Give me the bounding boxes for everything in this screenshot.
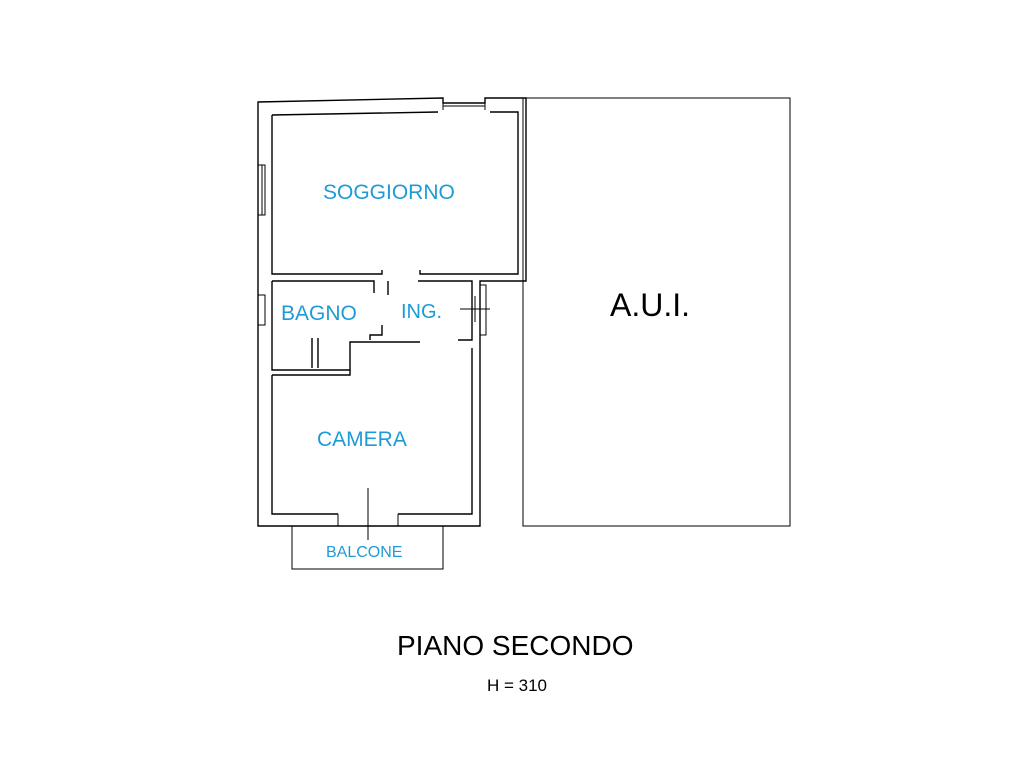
balcony-door: [337, 488, 399, 540]
room-label-camera: CAMERA: [317, 428, 407, 451]
floor-title: PIANO SECONDO: [397, 630, 634, 661]
entry-door: [460, 284, 490, 336]
soggiorno-window: [258, 164, 266, 216]
room-label-soggiorno: SOGGIORNO: [323, 181, 455, 204]
floor-height: H = 310: [487, 676, 548, 695]
bagno-walls: [271, 280, 420, 371]
adjacent-unit-label: A.U.I.: [610, 287, 691, 323]
balcone-outline: [291, 525, 444, 570]
camera-walls: [271, 370, 351, 515]
ingresso-walls: [369, 280, 473, 515]
room-label-ingresso: ING.: [401, 301, 443, 323]
top-window: [442, 103, 486, 110]
soggiorno-inner-wall: [271, 111, 519, 275]
room-label-balcone: BALCONE: [326, 544, 403, 561]
bagno-window: [258, 294, 266, 326]
adjacent-unit-outline: [522, 97, 791, 527]
room-label-bagno: BAGNO: [281, 302, 357, 325]
